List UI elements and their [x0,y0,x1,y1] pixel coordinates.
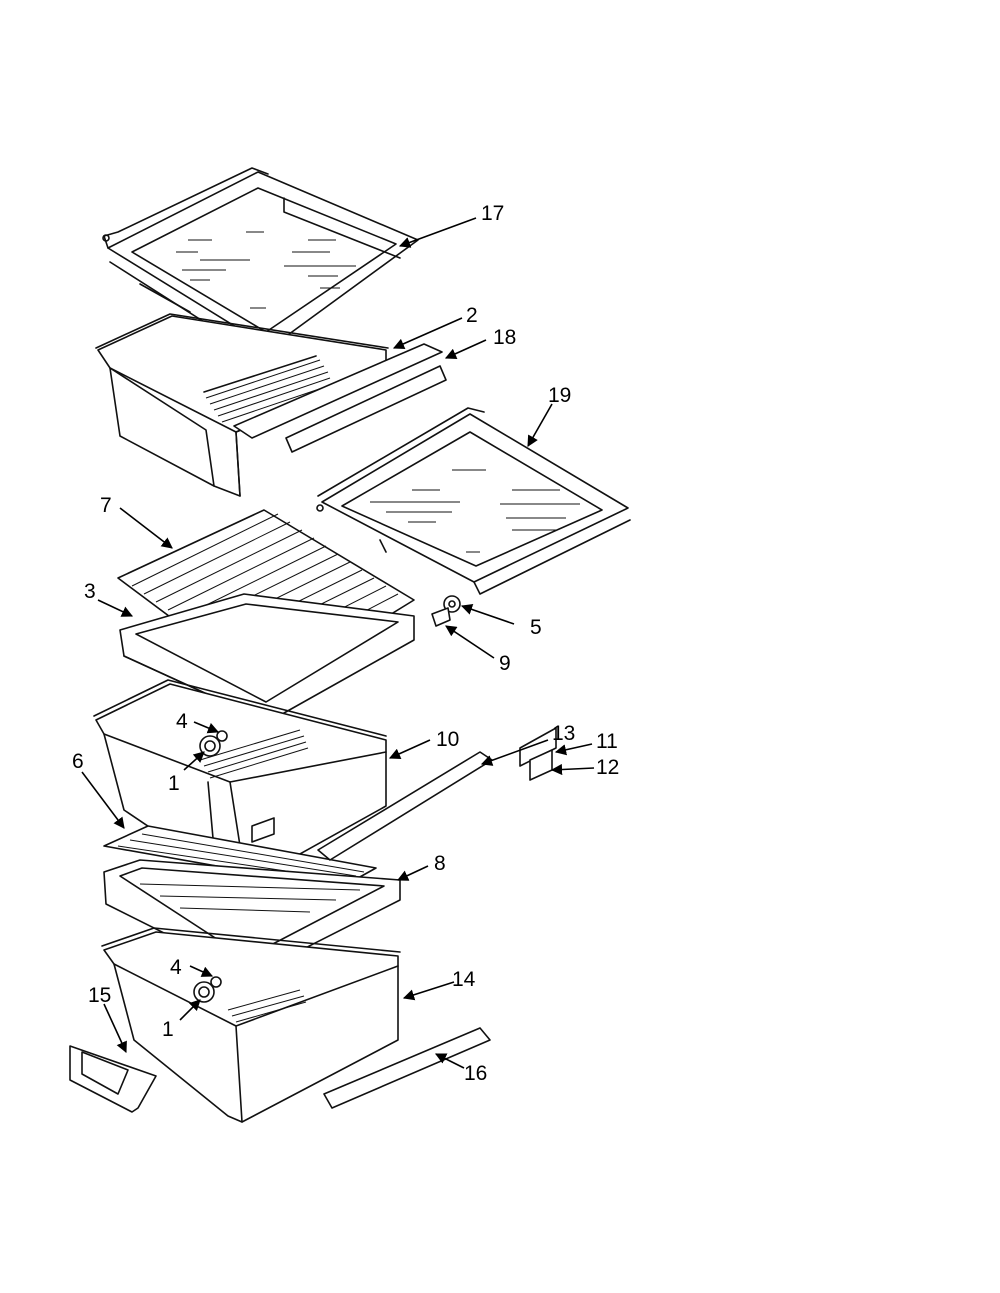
callout-1-lower: 1 [162,1018,174,1041]
frame-3 [119,593,415,723]
roller-1-upper [199,735,221,757]
drawer-2 [95,313,389,497]
callout-12: 12 [596,756,619,779]
callout-13: 13 [552,722,575,745]
callout-7: 7 [100,494,112,517]
trim-18 [233,343,447,453]
callout-8: 8 [434,852,446,875]
shelf-19 [316,407,631,595]
plate-15 [69,1045,157,1113]
callout-17: 17 [481,202,504,225]
fastener-4-lower [210,976,222,988]
callout-3: 3 [84,580,96,603]
frame-8 [103,859,401,977]
drawer-14 [101,927,401,1123]
callout-4-lower: 4 [170,956,182,979]
callout-10: 10 [436,728,459,751]
callout-2: 2 [466,304,478,327]
callout-18: 18 [493,326,516,349]
callout-14: 14 [452,968,476,991]
callout-11: 11 [596,730,618,753]
bolt-9 [431,607,451,627]
callout-16: 16 [464,1062,487,1085]
callout-labels: 17 2 18 19 7 3 5 9 4 1 10 13 11 12 6 8 4… [72,202,619,1085]
callout-15: 15 [88,984,111,1007]
callout-19: 19 [548,384,571,407]
roller-1-lower [193,981,215,1003]
trim-16 [323,1027,491,1109]
callout-1-upper: 1 [168,772,180,795]
leader-lines [81,217,595,1069]
callout-5: 5 [530,616,542,639]
fastener-4-upper [216,730,228,742]
callout-9: 9 [499,652,511,675]
callout-4-upper: 4 [176,710,188,733]
callout-6: 6 [72,750,84,773]
